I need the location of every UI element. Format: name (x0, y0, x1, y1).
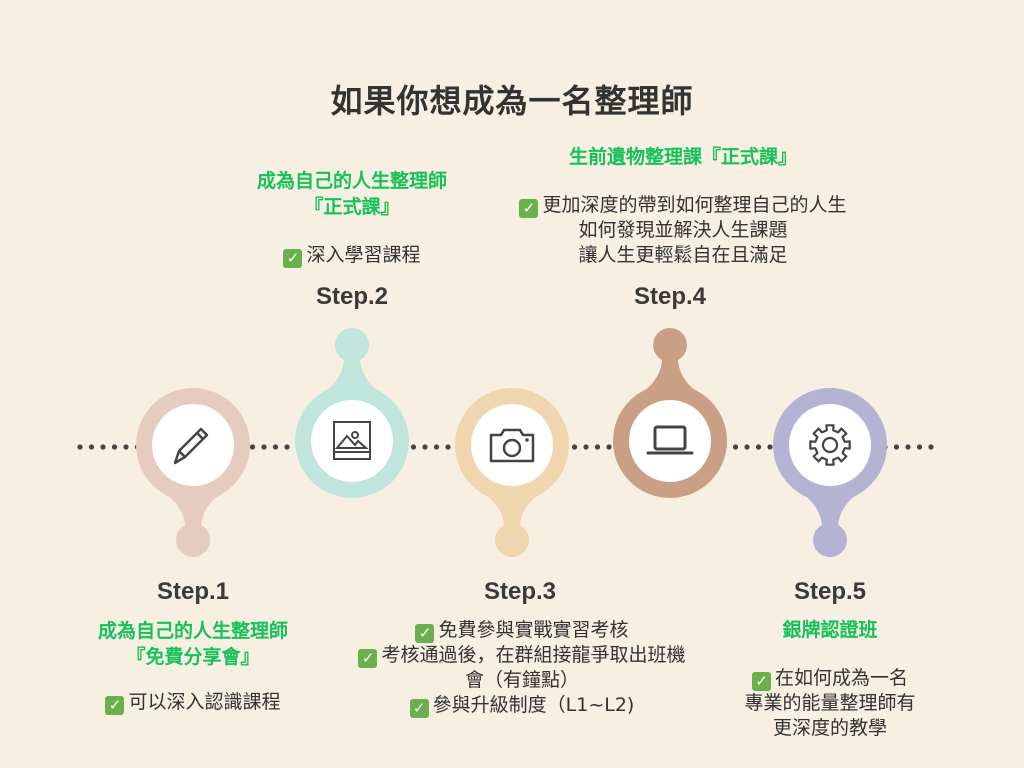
check-icon: ✓ (105, 696, 125, 715)
knob (495, 523, 529, 557)
dot (744, 444, 750, 450)
item-text: 免費參與實戰實習考核 (438, 619, 629, 641)
dot (571, 444, 578, 450)
dot (77, 444, 83, 450)
dot (123, 444, 129, 450)
item: 會（有鐘點） (322, 668, 722, 693)
step-4-heading: 生前遺物整理課『正式課』 (568, 146, 797, 168)
knob (335, 328, 369, 362)
inner-circle (789, 404, 871, 486)
camera-icon (489, 428, 535, 463)
check-icon: ✓ (358, 649, 378, 668)
check-icon: ✓ (409, 699, 429, 718)
item-text: 考核通過後，在群組接龍爭取出班機 (381, 644, 686, 666)
knob (176, 523, 210, 557)
dot (893, 444, 900, 450)
item-text: 會（有鐘點） (464, 669, 579, 691)
dot (261, 444, 267, 450)
dot (916, 444, 923, 450)
stem-flare (804, 495, 856, 525)
image-icon (333, 421, 371, 460)
step-2-node (295, 328, 409, 498)
step-5-node (773, 388, 887, 557)
item: ✓考核通過後，在群組接龍爭取出班機 (322, 643, 722, 668)
check-icon: ✓ (283, 249, 303, 268)
dot (928, 444, 934, 450)
item: ✓免費參與實戰實習考核 (322, 618, 722, 643)
dot (100, 444, 106, 450)
step-3-items: ✓免費參與實戰實習考核 ✓考核通過後，在群組接龍爭取出班機 會（有鐘點） ✓參與… (322, 618, 722, 718)
dot (111, 444, 118, 450)
stem-flare (486, 495, 538, 525)
heading-line: 成為自己的人生整理師 (97, 620, 288, 642)
dot (732, 444, 739, 450)
item-text: 深入學習課程 (306, 244, 421, 266)
item-text: 在如何成為一名 (774, 667, 908, 689)
step-3-label: Step.3 (483, 578, 557, 605)
item: 如何發現並解決人生課題 (578, 219, 788, 241)
inner-circle (471, 404, 553, 486)
item-text: 可以深入認識課程 (128, 691, 281, 713)
step-4-node (613, 328, 727, 498)
heading-line: 『正式課』 (304, 196, 400, 218)
pencil-icon (173, 427, 209, 465)
page-title: 如果你想成為一名整理師 (330, 82, 694, 120)
dot (583, 444, 589, 450)
dot (88, 444, 95, 450)
dot (422, 444, 428, 450)
inner-circle (152, 404, 234, 486)
item: ✓更加深度的帶到如何整理自己的人生 (483, 193, 883, 218)
step-1-label: Step.1 (156, 578, 230, 605)
stem-flare (644, 361, 696, 391)
dot (445, 444, 451, 450)
dot (272, 444, 279, 450)
dot (606, 444, 612, 450)
dot (249, 444, 256, 450)
item: 讓人生更輕鬆自在且滿足 (578, 244, 788, 266)
knob (813, 523, 847, 557)
stem-flare (167, 495, 219, 525)
dot (594, 444, 601, 450)
step-5-items: ✓在如何成為一名 專業的能量整理師有 更深度的教學 (700, 666, 960, 741)
laptop-icon (646, 425, 694, 455)
dot (433, 444, 440, 450)
knob (653, 328, 687, 362)
item: 專業的能量整理師有 (744, 692, 916, 714)
item-text: 更加深度的帶到如何整理自己的人生 (542, 194, 847, 216)
item-text: 參與升級制度（L1~L2) (432, 694, 635, 716)
check-icon: ✓ (519, 199, 539, 218)
item: 更深度的教學 (772, 717, 887, 739)
step-5-label: Step.5 (793, 578, 867, 605)
dot (410, 444, 417, 450)
step-2-item: ✓深入學習課程 (222, 243, 482, 268)
step-5-heading: 銀牌認證班 (782, 619, 878, 641)
step-2-heading: 成為自己的人生整理師『正式課』 (222, 168, 482, 220)
item: ✓在如何成為一名 (700, 666, 960, 691)
step-1-item: ✓可以深入認識課程 (63, 690, 323, 715)
dot (767, 444, 773, 450)
stem-flare (326, 361, 378, 391)
gear-icon (809, 424, 851, 466)
step-3-node (455, 388, 569, 557)
step-4-label: Step.4 (633, 283, 707, 310)
check-icon: ✓ (751, 672, 771, 691)
dot (284, 444, 290, 450)
heading-line: 成為自己的人生整理師 (256, 170, 447, 192)
dot (755, 444, 762, 450)
step-4-items: ✓更加深度的帶到如何整理自己的人生 如何發現並解決人生課題 讓人生更輕鬆自在且滿… (483, 193, 883, 268)
step-1-heading: 成為自己的人生整理師『免費分享會』 (63, 618, 323, 670)
item: ✓參與升級制度（L1~L2) (322, 693, 722, 718)
step-1-node (136, 388, 250, 557)
heading-line: 『免費分享會』 (126, 646, 260, 668)
check-icon: ✓ (415, 624, 435, 643)
dot (905, 444, 911, 450)
step-2-label: Step.2 (315, 283, 389, 310)
inner-circle (629, 400, 711, 482)
